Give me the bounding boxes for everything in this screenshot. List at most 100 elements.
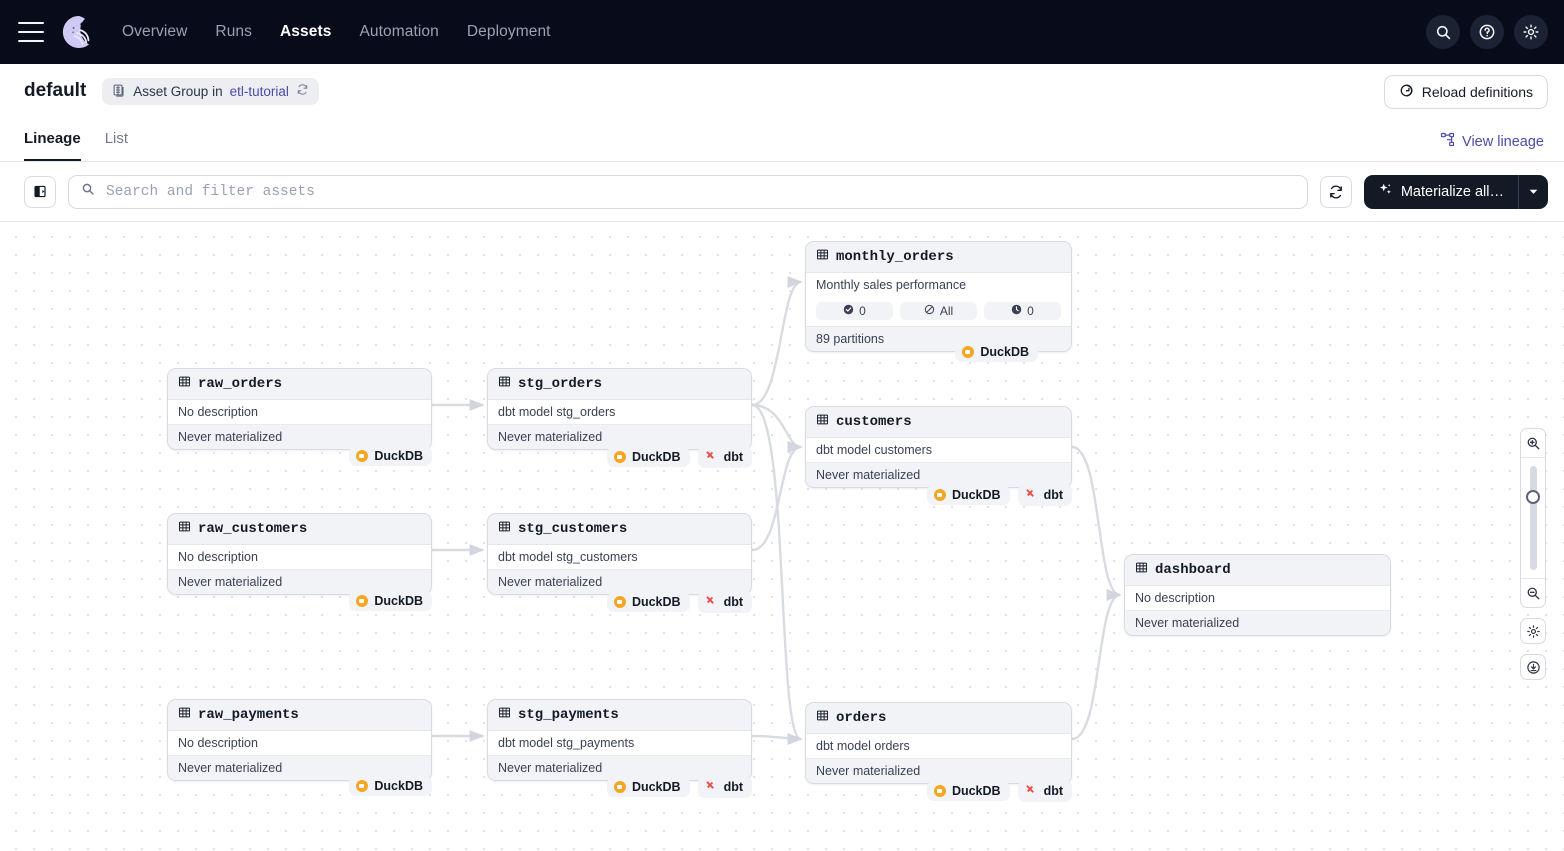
nav-link-runs[interactable]: Runs bbox=[215, 23, 252, 40]
tag-duckdb[interactable]: DuckDB bbox=[926, 485, 1010, 505]
tab-lineage[interactable]: Lineage bbox=[24, 118, 81, 161]
reload-cloud-icon bbox=[1399, 83, 1414, 101]
asset-node-header: raw_orders bbox=[168, 369, 431, 400]
tag-duckdb[interactable]: DuckDB bbox=[349, 446, 432, 466]
chip-failed-count[interactable]: 0 bbox=[984, 302, 1061, 320]
duckdb-icon bbox=[933, 489, 946, 501]
reload-definitions-button[interactable]: Reload definitions bbox=[1383, 75, 1548, 109]
lineage-graph-canvas[interactable]: raw_orders No description Never material… bbox=[0, 222, 1564, 851]
asset-tags-customers: DuckDB dbt bbox=[805, 484, 1072, 506]
asset-group-badge-link[interactable]: etl-tutorial bbox=[229, 83, 289, 99]
zoom-to-fit-icon[interactable] bbox=[1520, 654, 1546, 680]
asset-node-orders[interactable]: orders dbt model orders Never materializ… bbox=[805, 702, 1072, 784]
graph-settings-icon[interactable] bbox=[1520, 618, 1546, 644]
tag-label: dbt bbox=[1043, 784, 1063, 798]
tag-dbt[interactable]: dbt bbox=[697, 591, 752, 613]
tag-dbt[interactable]: dbt bbox=[697, 446, 752, 468]
asset-node-stg_payments[interactable]: stg_payments dbt model stg_payments Neve… bbox=[487, 699, 752, 781]
asset-node-header: stg_payments bbox=[488, 700, 751, 731]
asset-node-stg_orders[interactable]: stg_orders dbt model stg_orders Never ma… bbox=[487, 368, 752, 450]
asset-node-status: Never materialized bbox=[488, 425, 751, 449]
zoom-slider[interactable] bbox=[1521, 458, 1545, 578]
view-lineage-label: View lineage bbox=[1462, 133, 1544, 150]
materialize-all-button-group[interactable]: Materialize all… bbox=[1363, 174, 1548, 209]
tag-duckdb[interactable]: DuckDB bbox=[606, 777, 690, 797]
duckdb-icon bbox=[613, 596, 626, 608]
asset-node-title: raw_orders bbox=[198, 376, 283, 392]
tag-label: DuckDB bbox=[631, 780, 681, 794]
table-icon bbox=[178, 375, 191, 393]
tag-dbt[interactable]: dbt bbox=[1017, 780, 1072, 802]
materialize-all-button[interactable]: Materialize all… bbox=[1364, 175, 1518, 209]
chip-missing-count[interactable]: All bbox=[900, 302, 977, 320]
table-icon bbox=[498, 520, 511, 538]
hamburger-menu-icon[interactable] bbox=[18, 22, 44, 42]
zoom-in-icon[interactable] bbox=[1521, 429, 1545, 457]
help-icon[interactable] bbox=[1470, 15, 1504, 49]
asset-node-title: orders bbox=[836, 710, 887, 726]
page-title: default bbox=[24, 80, 87, 101]
asset-tags-stg_customers: DuckDB dbt bbox=[487, 591, 752, 613]
check-circle-icon bbox=[843, 304, 854, 318]
asset-group-badge[interactable]: Asset Group in etl-tutorial bbox=[102, 77, 319, 105]
lineage-graph-icon bbox=[1440, 132, 1455, 151]
nav-link-overview[interactable]: Overview bbox=[122, 23, 188, 40]
asset-node-status: Never materialized bbox=[168, 756, 431, 780]
tag-label: dbt bbox=[1043, 488, 1063, 502]
zoom-out-icon[interactable] bbox=[1521, 579, 1545, 607]
asset-node-raw_customers[interactable]: raw_customers No description Never mater… bbox=[167, 513, 432, 595]
asset-node-raw_orders[interactable]: raw_orders No description Never material… bbox=[167, 368, 432, 450]
asset-tags-raw_orders: DuckDB bbox=[167, 446, 432, 466]
asset-node-dashboard[interactable]: dashboard No description Never materiali… bbox=[1124, 554, 1391, 636]
dagster-logo[interactable] bbox=[58, 11, 100, 53]
tag-duckdb[interactable]: DuckDB bbox=[349, 776, 432, 796]
tag-label: DuckDB bbox=[980, 345, 1029, 359]
asset-node-raw_payments[interactable]: raw_payments No description Never materi… bbox=[167, 699, 432, 781]
table-icon bbox=[816, 709, 829, 727]
asset-node-title: stg_customers bbox=[518, 521, 628, 537]
tag-duckdb[interactable]: DuckDB bbox=[349, 591, 432, 611]
tag-dbt[interactable]: dbt bbox=[697, 776, 752, 798]
panel-expand-icon[interactable] bbox=[24, 175, 56, 208]
tab-list[interactable]: List bbox=[104, 130, 129, 147]
duckdb-icon bbox=[613, 781, 626, 793]
chip-materialized-count[interactable]: 0 bbox=[816, 302, 893, 320]
tag-label: DuckDB bbox=[374, 449, 423, 463]
nav-link-assets[interactable]: Assets bbox=[280, 23, 332, 40]
reload-definitions-label: Reload definitions bbox=[1421, 84, 1533, 100]
tag-duckdb[interactable]: DuckDB bbox=[955, 342, 1038, 362]
asset-node-stg_customers[interactable]: stg_customers dbt model stg_customers Ne… bbox=[487, 513, 752, 595]
refresh-icon[interactable] bbox=[296, 83, 309, 99]
asset-node-description: No description bbox=[168, 400, 431, 425]
asset-node-title: dashboard bbox=[1155, 562, 1231, 578]
refresh-assets-button[interactable] bbox=[1319, 175, 1352, 208]
tag-duckdb[interactable]: DuckDB bbox=[926, 781, 1010, 801]
view-tabs: Lineage List View lineage bbox=[0, 118, 1564, 162]
nav-link-deployment[interactable]: Deployment bbox=[466, 23, 551, 40]
asset-node-customers[interactable]: customers dbt model customers Never mate… bbox=[805, 406, 1072, 488]
search-input-wrapper[interactable] bbox=[68, 174, 1308, 209]
duckdb-icon bbox=[933, 785, 946, 797]
asset-node-title: raw_customers bbox=[198, 521, 308, 537]
search-icon[interactable] bbox=[1426, 15, 1460, 49]
asset-node-status: Never materialized bbox=[168, 570, 431, 594]
asset-tags-monthly_orders: DuckDB bbox=[805, 342, 1038, 362]
nav-link-automation[interactable]: Automation bbox=[359, 23, 439, 40]
asset-node-monthly_orders[interactable]: monthly_orders Monthly sales performance… bbox=[805, 241, 1072, 352]
asset-node-title: stg_orders bbox=[518, 376, 603, 392]
tag-duckdb[interactable]: DuckDB bbox=[606, 447, 690, 467]
dbt-icon bbox=[705, 594, 718, 610]
search-input[interactable] bbox=[104, 182, 1295, 201]
tag-dbt[interactable]: dbt bbox=[1017, 484, 1072, 506]
settings-gear-icon[interactable] bbox=[1514, 15, 1548, 49]
asset-node-status: Never materialized bbox=[806, 759, 1071, 783]
zoom-slider-handle[interactable] bbox=[1526, 490, 1540, 504]
asset-node-status: Never materialized bbox=[168, 425, 431, 449]
tag-duckdb[interactable]: DuckDB bbox=[606, 592, 690, 612]
tag-label: dbt bbox=[723, 780, 743, 794]
table-icon bbox=[178, 706, 191, 724]
materialize-options-chevron-down-icon[interactable] bbox=[1518, 174, 1548, 209]
table-icon bbox=[816, 248, 829, 266]
duckdb-icon bbox=[356, 780, 369, 792]
view-lineage-link[interactable]: View lineage bbox=[1440, 132, 1544, 151]
